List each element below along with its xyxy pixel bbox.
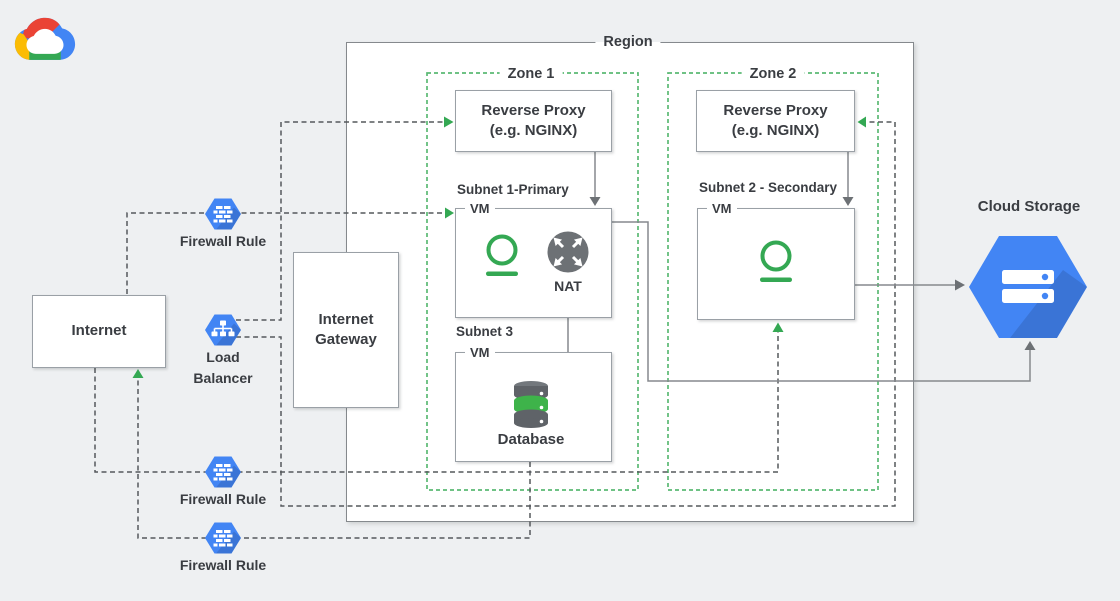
arrow-into-reverseproxy1 <box>444 116 454 128</box>
cloud-storage-label: Cloud Storage <box>977 198 1081 215</box>
firewall-rule-icon <box>203 454 243 490</box>
internet-gateway-line1: Internet <box>318 310 374 328</box>
nat-label: NAT <box>554 278 582 294</box>
load-balancer-icon <box>203 312 243 348</box>
firewall-rule-2-label: Firewall Rule <box>179 491 267 507</box>
path-loadbalancer-reverseproxy2 <box>236 121 896 507</box>
firewall-rule-3-label: Firewall Rule <box>179 557 267 573</box>
subnet-3-label: Subnet 3 <box>456 324 514 339</box>
vm2-tag: VM <box>707 200 737 217</box>
vm3-tag: VM <box>465 344 495 361</box>
database-icon <box>514 381 548 428</box>
path-loadbalancer-reverseproxy1 <box>236 121 443 321</box>
subnet-1-label: Subnet 1-Primary <box>457 182 569 197</box>
reverse-proxy-2-box: Reverse Proxy (e.g. NGINX) <box>696 90 855 152</box>
reverse-proxy-2-line1: Reverse Proxy <box>723 101 828 119</box>
arrow-into-vm2 <box>772 322 784 332</box>
reverse-proxy-1-box: Reverse Proxy (e.g. NGINX) <box>455 90 612 152</box>
arrow-into-reverseproxy2 <box>857 116 866 128</box>
zone1-label: Zone 1 <box>499 66 563 82</box>
reverse-proxy-1-line2: (e.g. NGINX) <box>489 122 578 139</box>
zone2-label: Zone 2 <box>741 66 805 82</box>
internet-gateway-line2: Gateway <box>315 331 377 348</box>
vm-instance-icon <box>758 240 794 284</box>
vm1-box: VM <box>455 200 612 318</box>
nat-icon <box>546 230 590 274</box>
arrow-into-internet <box>132 369 144 378</box>
arrow-into-vm1 <box>445 207 454 219</box>
load-balancer-line1: Load <box>206 349 240 365</box>
path-internet-firewall1-vm1 <box>126 212 444 294</box>
internet-box: Internet <box>32 295 166 368</box>
vm2-box: VM <box>697 200 855 320</box>
load-balancer-line2: Balancer <box>193 370 253 386</box>
firewall-rule-icon <box>203 520 243 556</box>
internet-gateway-box: Internet Gateway <box>293 252 399 408</box>
path-internet-firewall2-vm2 <box>94 332 779 473</box>
path-vm1-cloudstorage <box>612 221 1031 382</box>
cloud-storage-icon <box>966 232 1090 342</box>
firewall-rule-icon <box>203 196 243 232</box>
internet-label: Internet <box>71 322 127 340</box>
arrow-into-vm1-top <box>589 197 601 206</box>
vm1-tag: VM <box>465 200 495 217</box>
reverse-proxy-1-line1: Reverse Proxy <box>481 101 586 119</box>
load-balancer-label: Load Balancer <box>163 347 283 389</box>
arrow-into-cloudstorage-left <box>955 279 965 291</box>
path-vm3-firewall3-internet <box>137 378 531 539</box>
arrow-into-cloudstorage-bottom <box>1024 341 1036 350</box>
vm3-box: VM <box>455 344 612 462</box>
firewall-rule-1-label: Firewall Rule <box>179 233 267 249</box>
arrow-into-vm2-top <box>842 197 854 206</box>
reverse-proxy-2-line2: (e.g. NGINX) <box>731 122 820 139</box>
vm-instance-icon <box>484 234 520 278</box>
region-label: Region <box>595 34 661 50</box>
subnet-2-label: Subnet 2 - Secondary <box>699 180 838 195</box>
database-label: Database <box>497 431 565 448</box>
google-cloud-logo <box>14 14 76 64</box>
